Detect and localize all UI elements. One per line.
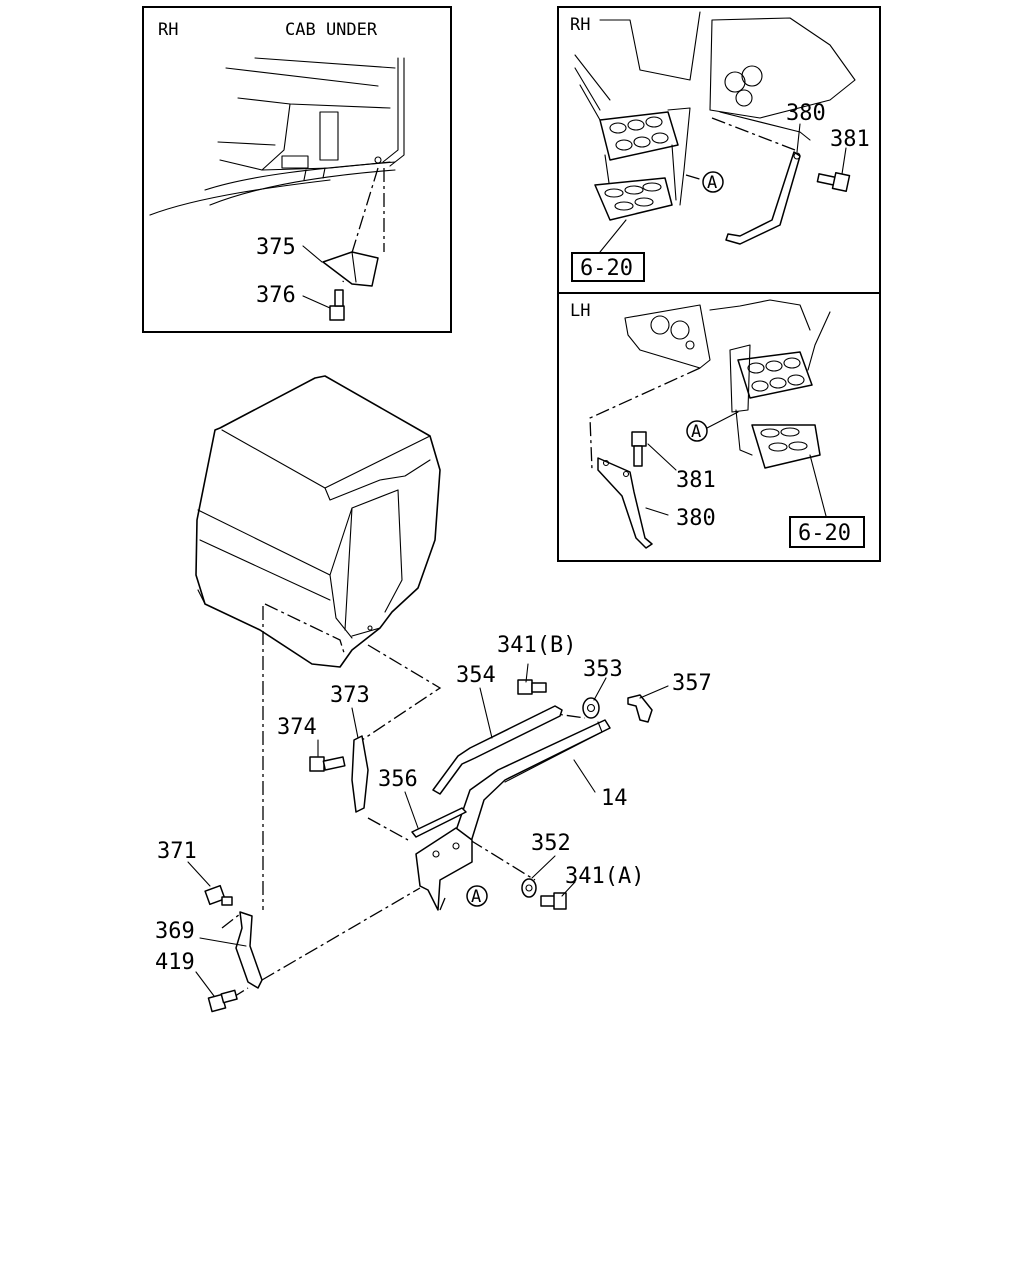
label-353: 353 — [583, 657, 623, 682]
label-381: 381 — [830, 127, 870, 152]
bracket-354 — [432, 705, 563, 795]
nut-371 — [204, 884, 233, 906]
bracket-block — [415, 827, 473, 911]
clip-357 — [627, 694, 653, 723]
label-371: 371 — [157, 839, 197, 864]
ref-6-20[interactable]: 6-20 — [798, 521, 851, 546]
label-341b: 341(B) — [497, 633, 576, 658]
label-380: 380 — [786, 101, 826, 126]
ref-box — [789, 516, 865, 548]
inset-side-label: LH — [570, 301, 590, 321]
bolt-376 — [329, 289, 345, 321]
callout-a-lh — [686, 420, 708, 442]
bolt-374 — [309, 756, 346, 772]
bolt-381-lh — [631, 431, 647, 467]
step-assembly-rh-drawing — [574, 11, 856, 253]
bracket-373 — [351, 735, 369, 813]
inset-frame — [557, 292, 881, 562]
inset-step-rh: RH — [557, 6, 881, 294]
inset-step-lh: LH — [557, 292, 881, 562]
cab-underside-drawing — [149, 57, 405, 216]
ref-box — [571, 252, 645, 282]
inset-cab-under: RH CAB UNDER — [142, 6, 452, 333]
label-380: 380 — [676, 506, 716, 531]
label-374: 374 — [277, 715, 317, 740]
label-376: 376 — [256, 283, 296, 308]
nut-353 — [582, 697, 600, 719]
bracket-380-rh — [725, 151, 801, 245]
inset-side-label: RH — [158, 20, 178, 40]
leader-lines — [187, 663, 669, 997]
inset-title: CAB UNDER — [285, 20, 378, 40]
callout-a-text: A — [707, 173, 717, 193]
inset-side-label: RH — [570, 15, 590, 35]
bolt-341a — [540, 892, 567, 910]
label-373: 373 — [330, 683, 370, 708]
label-375: 375 — [256, 235, 296, 260]
cab-body-drawing — [195, 375, 441, 668]
label-381: 381 — [676, 468, 716, 493]
bolt-419 — [207, 989, 238, 1013]
bracket-380-lh — [597, 457, 653, 549]
fender-stay-parts: A — [204, 679, 653, 1013]
label-352: 352 — [531, 831, 571, 856]
part-labels: 341(B) 353 357 354 373 374 356 14 352 34… — [155, 633, 712, 975]
step-assembly-lh-drawing — [624, 299, 831, 517]
label-341a: 341(A) — [565, 864, 644, 889]
label-14: 14 — [601, 786, 628, 811]
stay-369 — [235, 911, 263, 989]
label-369: 369 — [155, 919, 195, 944]
label-356: 356 — [378, 767, 418, 792]
callout-a-text: A — [471, 887, 481, 907]
callout-a-rh — [702, 171, 724, 193]
assembly-lines — [221, 603, 586, 999]
label-354: 354 — [456, 663, 496, 688]
bolt-381-rh — [816, 171, 851, 193]
rod-356 — [411, 807, 467, 838]
callout-a-text: A — [691, 422, 701, 442]
callout-a-main — [466, 885, 488, 907]
washer-352 — [521, 878, 537, 898]
inset-frame — [142, 6, 452, 333]
label-357: 357 — [672, 671, 712, 696]
label-419: 419 — [155, 950, 195, 975]
bracket-375 — [322, 251, 379, 287]
ref-6-20[interactable]: 6-20 — [580, 256, 633, 281]
bolt-341b — [517, 679, 547, 695]
